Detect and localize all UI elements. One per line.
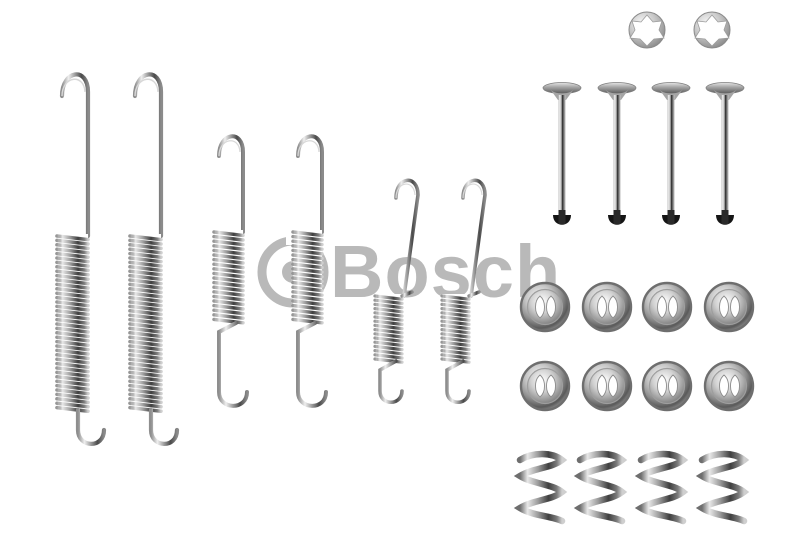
retainer-cup-r1c3	[641, 281, 693, 333]
retainer-cup-r1c2	[581, 281, 633, 333]
long-return-spring-2	[128, 72, 180, 446]
hold-down-pin-3	[651, 82, 691, 225]
short-return-spring-1	[373, 178, 420, 405]
compression-spring-3	[634, 450, 689, 525]
retainer-cup-r2c1	[519, 360, 571, 412]
long-return-spring-1	[55, 72, 107, 446]
coil-body	[55, 234, 90, 413]
short-return-spring-2	[440, 178, 487, 405]
star-washer-icon-2	[693, 11, 731, 49]
coil-body	[212, 230, 245, 326]
retainer-cup-r2c4	[703, 360, 755, 412]
star-washer-icon-1	[628, 11, 666, 49]
hold-down-pin-2	[597, 82, 637, 225]
compression-spring-1	[513, 450, 568, 525]
coil-body	[128, 234, 163, 413]
retainer-cup-r1c1	[519, 281, 571, 333]
coil-body	[291, 230, 324, 326]
coil-body	[373, 290, 414, 364]
hold-down-pin-4	[705, 82, 745, 225]
compression-spring-2	[573, 450, 628, 525]
compression-spring-4	[695, 450, 750, 525]
hold-down-pin-1	[542, 82, 582, 225]
retainer-cup-r2c2	[581, 360, 633, 412]
coil-body	[440, 290, 481, 364]
medium-return-spring-2	[291, 134, 328, 408]
medium-return-spring-1	[212, 134, 249, 408]
retainer-cup-r1c4	[703, 281, 755, 333]
retainer-cup-r2c3	[641, 360, 693, 412]
